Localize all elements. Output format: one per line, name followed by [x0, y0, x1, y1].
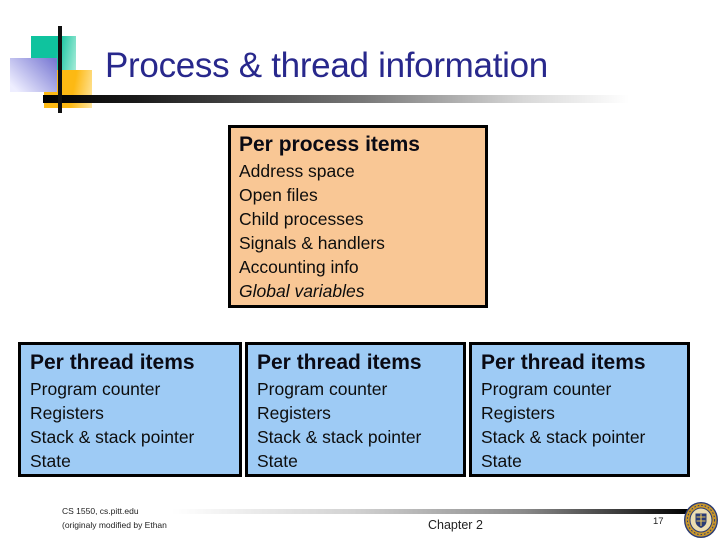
list-item: Registers: [30, 403, 104, 423]
thread-items-list: Program counter Registers Stack & stack …: [481, 377, 683, 473]
list-item: Stack & stack pointer: [481, 427, 646, 447]
list-item: Accounting info: [239, 257, 359, 277]
list-item: Child processes: [239, 209, 364, 229]
per-process-items-box: Per process items Address space Open fil…: [228, 125, 488, 308]
list-item: Address space: [239, 161, 355, 181]
decoration-vertical-line: [58, 26, 62, 113]
list-item: State: [30, 451, 71, 471]
per-thread-items-box-1: Per thread items Program counter Registe…: [18, 342, 242, 477]
process-box-title: Per process items: [239, 133, 420, 156]
title-underline-gradient-bar: [43, 95, 660, 103]
thread-box-title: Per thread items: [257, 351, 422, 374]
footer-course-text: CS 1550, cs.pitt.edu: [62, 506, 139, 516]
list-item: Open files: [239, 185, 318, 205]
list-item: State: [481, 451, 522, 471]
footer-course-credit: CS 1550, cs.pitt.edu (originaly modified…: [62, 504, 167, 532]
thread-box-title: Per thread items: [481, 351, 646, 374]
list-item: Program counter: [481, 379, 612, 399]
footer-gradient-bar: [172, 509, 690, 514]
seal-icon: [684, 502, 718, 538]
footer-credit-text: (originaly modified by Ethan: [62, 520, 167, 530]
list-item: Global variables: [239, 281, 365, 301]
list-item: Stack & stack pointer: [257, 427, 422, 447]
thread-items-list: Program counter Registers Stack & stack …: [30, 377, 235, 473]
list-item: Registers: [257, 403, 331, 423]
page-title: Process & thread information: [105, 46, 548, 85]
footer-page-number: 17: [653, 516, 664, 527]
list-item: State: [257, 451, 298, 471]
per-thread-items-box-2: Per thread items Program counter Registe…: [245, 342, 466, 477]
pitt-seal-logo: [684, 502, 718, 538]
list-item: Program counter: [257, 379, 388, 399]
decoration-blue-square: [10, 58, 57, 92]
footer-chapter-label: Chapter 2: [428, 518, 483, 532]
list-item: Registers: [481, 403, 555, 423]
thread-items-list: Program counter Registers Stack & stack …: [257, 377, 459, 473]
list-item: Stack & stack pointer: [30, 427, 195, 447]
per-thread-items-box-3: Per thread items Program counter Registe…: [469, 342, 690, 477]
process-items-list: Address space Open files Child processes…: [239, 159, 481, 303]
list-item: Program counter: [30, 379, 161, 399]
list-item: Signals & handlers: [239, 233, 385, 253]
thread-box-title: Per thread items: [30, 351, 195, 374]
